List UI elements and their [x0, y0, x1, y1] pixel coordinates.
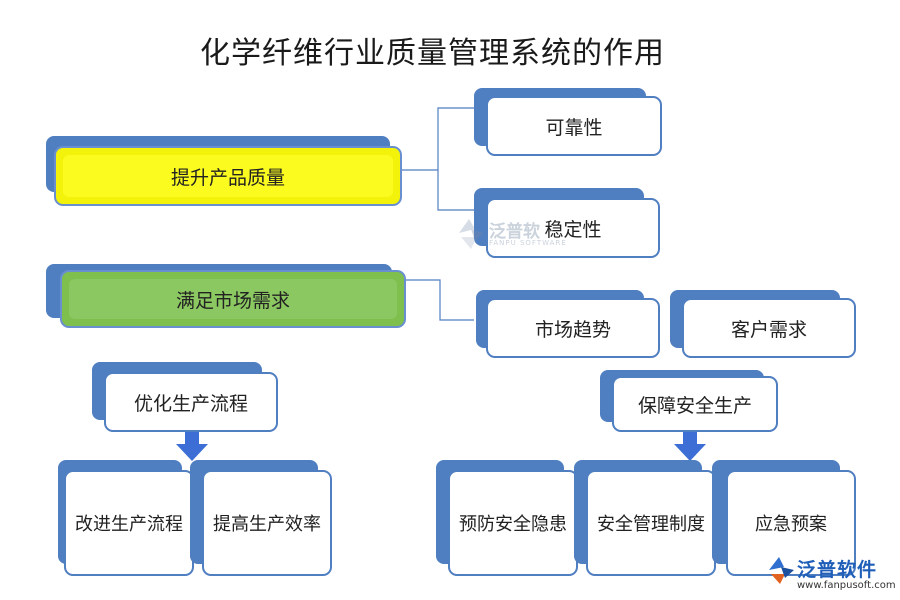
node-stability: 稳定性	[474, 188, 660, 260]
node-label: 安全管理制度	[586, 470, 716, 576]
node-label: 改进生产流程	[64, 470, 194, 576]
watermark-logo-icon	[459, 219, 483, 249]
node-ensure-safety: 保障安全生产	[600, 370, 778, 434]
node-market-trend: 市场趋势	[476, 290, 660, 360]
node-optimize-process: 优化生产流程	[92, 362, 278, 434]
watermark-subtext: FANPU SOFTWARE	[489, 239, 567, 247]
node-reliability: 可靠性	[474, 88, 662, 158]
brand-url: www.fanpusoft.com	[797, 580, 896, 591]
arrow-down-icon	[674, 432, 706, 461]
node-label: 保障安全生产	[612, 376, 778, 432]
diagram-title: 化学纤维行业质量管理系统的作用	[200, 36, 665, 71]
node-label: 客户需求	[682, 298, 856, 358]
node-efficiency: 提高生产效率	[190, 460, 332, 578]
node-label: 稳定性	[486, 198, 660, 258]
connector-quality-stability	[437, 170, 474, 211]
node-prevent-hazards: 预防安全隐患	[436, 460, 578, 578]
watermark: 泛普软 FANPU SOFTWARE	[455, 215, 585, 255]
fanpu-logo-icon	[769, 557, 794, 584]
arrow-down-icon	[176, 432, 208, 461]
node-improve-quality: 提升产品质量	[46, 136, 402, 208]
watermark-text: 泛普软	[489, 222, 540, 242]
node-emergency-plan: 应急预案	[712, 460, 856, 578]
node-safety-management: 安全管理制度	[574, 460, 716, 578]
brand-logo: 泛普软件 www.fanpusoft.com	[767, 555, 897, 597]
node-label: 预防安全隐患	[448, 470, 578, 576]
node-label: 可靠性	[486, 96, 662, 156]
node-label: 提升产品质量	[63, 155, 393, 197]
brand-name: 泛普软件	[797, 559, 878, 581]
node-label: 应急预案	[726, 470, 856, 576]
node-label: 满足市场需求	[69, 279, 397, 319]
node-label: 提高生产效率	[202, 470, 332, 576]
connector-market-trend	[406, 279, 474, 321]
node-market-demand: 满足市场需求	[46, 264, 408, 330]
node-improve-process: 改进生产流程	[58, 460, 194, 578]
connector-quality-reliability	[401, 107, 474, 171]
node-label: 市场趋势	[486, 298, 660, 358]
node-customer-demand: 客户需求	[670, 290, 856, 360]
node-label: 优化生产流程	[104, 372, 278, 432]
